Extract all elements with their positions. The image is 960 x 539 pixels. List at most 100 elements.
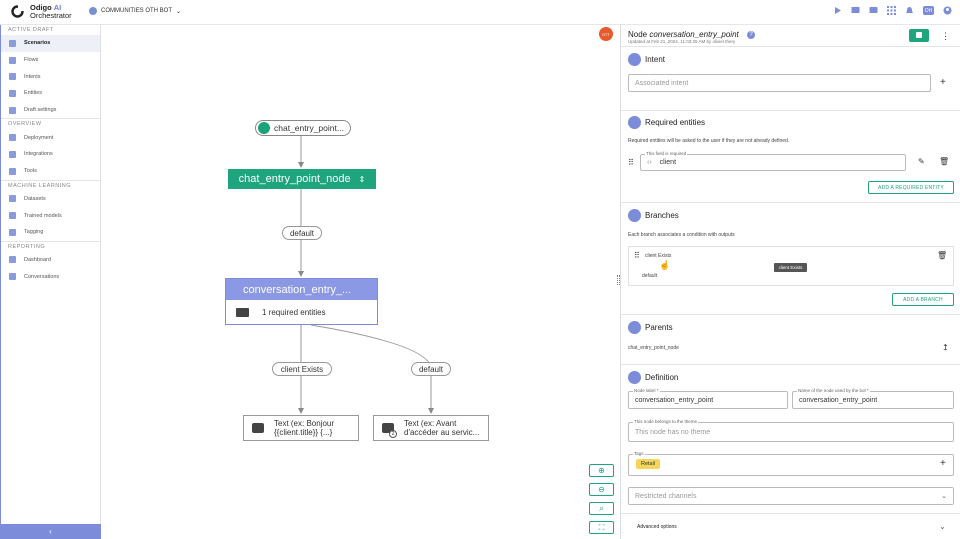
delete-icon[interactable]: 🗑 <box>939 157 950 166</box>
top-icons: OH <box>833 6 952 15</box>
zoom-in-button[interactable]: ⊕ <box>589 464 614 477</box>
start-node-label: chat_entry_point... <box>274 123 344 133</box>
divider <box>621 202 960 203</box>
add-required-entity-label: ADD A REQUIRED ENTITY <box>878 184 944 191</box>
apps-grid-icon[interactable] <box>887 6 896 15</box>
sidebar-item-tools[interactable]: Tools <box>0 163 100 180</box>
sidebar-item-tagging[interactable]: Tagging <box>0 224 100 241</box>
parents-header: Parents <box>628 321 673 334</box>
panel-resize-handle[interactable] <box>617 275 620 285</box>
play-icon[interactable] <box>833 6 842 15</box>
draft-settings-icon <box>9 106 16 114</box>
drag-handle-icon[interactable]: ⠿ <box>628 158 634 167</box>
chat-entry-node[interactable]: chat_entry_point_node ⇕ <box>228 169 376 189</box>
intent-input[interactable]: Associated intent <box>628 74 931 92</box>
sidebar-item-draft-settings[interactable]: Draft settings <box>0 102 100 119</box>
divider <box>621 110 960 111</box>
output-node-left[interactable]: Text (ex: Bonjour{{client.title}} {...} <box>243 415 359 441</box>
chevron-down-icon[interactable]: ⌄ <box>939 522 946 531</box>
flow-canvas[interactable]: chat_entry_point... chat_entry_point_nod… <box>101 25 619 539</box>
conversations-icon <box>9 273 16 281</box>
bell-icon[interactable] <box>905 6 914 15</box>
drag-handle-icon[interactable]: ⠿ <box>634 251 640 260</box>
zoom-out-button[interactable]: ⊖ <box>589 483 614 496</box>
zoom-reset-button[interactable]: ⌕ <box>589 502 614 515</box>
required-entity-field[interactable]: This field is required‹›client <box>640 151 906 171</box>
sidebar-item-trained-models[interactable]: Trained models <box>0 207 100 224</box>
start-node[interactable]: chat_entry_point... <box>255 120 351 136</box>
sidebar-item-deployment[interactable]: Deployment <box>0 129 100 146</box>
more-icon[interactable]: ⋮ <box>941 31 950 41</box>
sidebar-item-intents[interactable]: Intents <box>0 68 100 85</box>
message-icon[interactable] <box>869 6 878 15</box>
edit-icon[interactable]: ✎ <box>918 157 925 166</box>
account-icon[interactable] <box>943 6 952 15</box>
user-badge[interactable]: OTT <box>599 27 613 41</box>
entities-icon <box>9 89 16 97</box>
flows-icon <box>9 56 16 64</box>
go-to-parent-icon[interactable]: ↥ <box>942 343 949 352</box>
chat-icon[interactable] <box>851 6 860 15</box>
theme-label: This node belongs to the theme <box>633 419 699 424</box>
add-branch-button[interactable]: ADD A BRANCH <box>892 293 954 306</box>
parent-value[interactable]: chat_entry_point_node <box>628 345 679 351</box>
help-icon[interactable]: ? <box>747 31 755 39</box>
avatar[interactable]: OH <box>923 6 934 15</box>
chat-entry-node-label: chat_entry_point_node <box>238 173 351 185</box>
tooltip: client Exists <box>774 263 807 272</box>
sidebar-item-label: Datasets <box>24 195 46 202</box>
sidebar-item-conversations[interactable]: Conversations <box>0 268 100 285</box>
panel-title-prefix: Node <box>628 30 648 39</box>
output-right-line2: d'accéder au servic... <box>404 428 480 437</box>
tags-field[interactable]: Tags <box>628 451 954 476</box>
expand-icon[interactable]: ⇕ <box>358 174 366 184</box>
sidebar-item-scenarios[interactable]: Scenarios <box>0 35 100 52</box>
sidebar-item-entities[interactable]: Entities <box>0 85 100 102</box>
restricted-channels-select[interactable]: Restricted channels ⌄ <box>628 487 954 505</box>
sidebar-divider <box>0 179 100 181</box>
project-selector[interactable]: COMMUNITIES OTH BOT⌄ <box>89 7 181 15</box>
branch-row-1[interactable]: client Exists <box>645 253 672 259</box>
conv-node-body: 1 required entities <box>226 300 377 324</box>
fit-view-button[interactable]: ⛶ <box>589 521 614 534</box>
sidebar-item-integrations[interactable]: Integrations <box>0 146 100 163</box>
save-button[interactable] <box>909 29 929 42</box>
sidebar-item-dashboard[interactable]: Dashboard <box>0 252 100 269</box>
branch-row-2[interactable]: default <box>642 273 658 279</box>
sidebar-item-datasets[interactable]: Datasets <box>0 191 100 208</box>
sidebar-section-title: REPORTING <box>8 243 46 250</box>
add-tag-icon[interactable]: + <box>940 458 946 469</box>
branches-desc: Each branch associates a condition with … <box>628 232 735 238</box>
chevron-down-icon: ⌄ <box>941 493 947 500</box>
tag-chip[interactable]: Retail <box>636 459 660 469</box>
edge-label-default[interactable]: default <box>282 226 322 240</box>
edge-label-default-2[interactable]: default <box>411 362 451 376</box>
divider <box>621 46 960 47</box>
advanced-options[interactable]: Advanced options <box>637 524 677 530</box>
sidebar-item-label: Flows <box>24 57 39 64</box>
sidebar-item-flows[interactable]: Flows <box>0 52 100 69</box>
restricted-channels-placeholder: Restricted channels <box>635 492 697 500</box>
message-icon <box>252 423 264 433</box>
sidebar-item-label: Integrations <box>24 151 53 158</box>
entities-icon <box>628 116 641 129</box>
branches-list <box>628 246 954 286</box>
required-entity-value: client <box>659 159 677 166</box>
definition-header: Definition <box>628 371 678 384</box>
sidebar-item-label: Dashboard <box>24 256 51 263</box>
node-label-field[interactable]: Node label *conversation_entry_point <box>628 388 788 409</box>
bot-name-field[interactable]: Name of the node used by the bot *conver… <box>792 388 954 409</box>
add-required-entity-button[interactable]: ADD A REQUIRED ENTITY <box>868 181 954 194</box>
required-entities-header: Required entities <box>628 116 705 129</box>
add-intent-icon[interactable]: + <box>940 77 946 88</box>
intent-placeholder: Associated intent <box>635 79 689 87</box>
edge-label-client-exists[interactable]: client Exists <box>272 362 332 376</box>
delete-icon[interactable]: 🗑 <box>937 251 948 260</box>
conversation-entry-node[interactable]: conversation_entry_... 1 required entiti… <box>225 278 378 325</box>
sidebar-item-label: Tools <box>24 168 37 175</box>
collapse-sidebar-button[interactable]: ‹ <box>0 524 101 539</box>
